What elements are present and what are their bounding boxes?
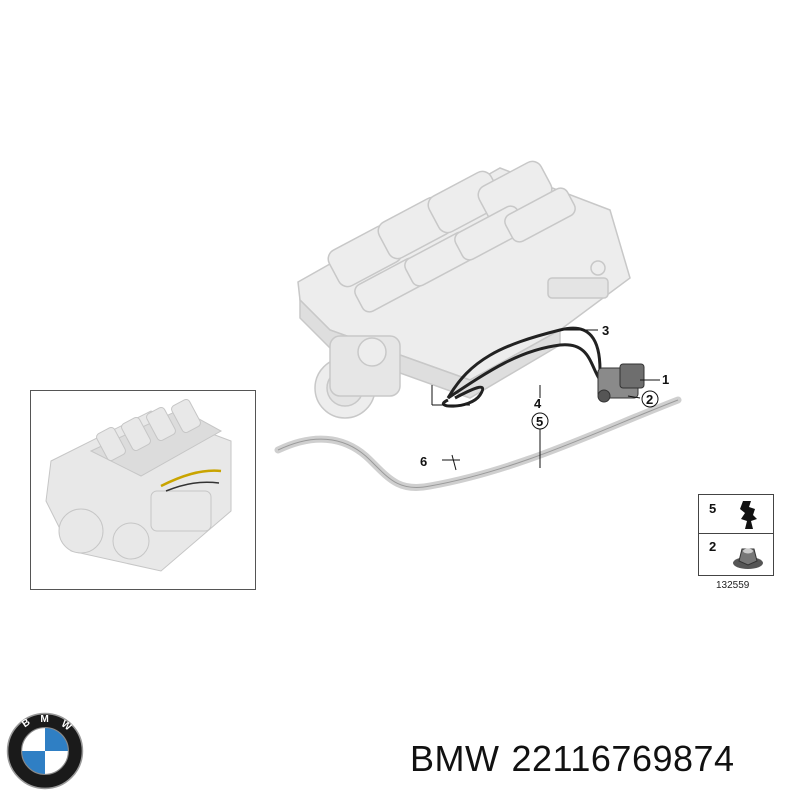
callout-5: 5: [536, 414, 543, 429]
hex-nut-icon: [733, 548, 763, 569]
brand-name: BMW: [410, 738, 500, 779]
parts-legend: 5 2: [698, 494, 774, 576]
diagram-reference-number: 132559: [716, 580, 750, 591]
leader-lines: [431, 329, 660, 471]
part-caption: BMW 22116769874: [410, 738, 735, 780]
callout-2-circle: [641, 390, 659, 408]
bmw-logo-icon: B M W: [6, 712, 84, 790]
hose-clip-icon: [740, 501, 757, 529]
callout-2: 2: [646, 392, 653, 407]
callout-3: 3: [602, 323, 609, 338]
callout-5-circle: [531, 412, 549, 430]
solenoid-valve: [597, 363, 645, 403]
callout-6: 6: [420, 454, 427, 469]
engine-icon: [45, 398, 232, 572]
part-number: 22116769874: [511, 738, 735, 779]
callout-1: 1: [662, 372, 669, 387]
legend-number-5: 5: [709, 501, 717, 516]
engine-location-inset: [30, 390, 256, 590]
svg-text:M: M: [40, 714, 48, 725]
intake-manifold: [297, 160, 631, 419]
legend-number-2: 2: [709, 539, 717, 554]
callout-4: 4: [534, 396, 542, 411]
legend-divider: [699, 533, 773, 534]
